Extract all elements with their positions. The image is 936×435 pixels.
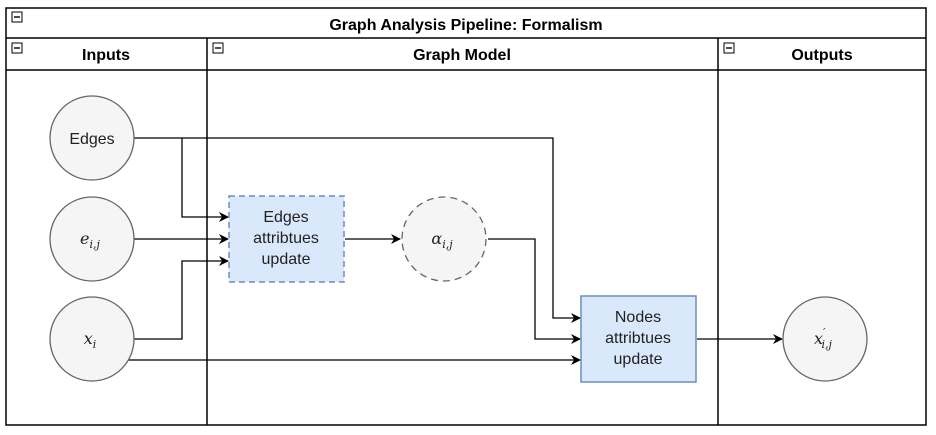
node-edges-input[interactable]: Edges (49, 95, 135, 181)
svg-text:ei,j: ei,j (80, 229, 100, 251)
svg-text:update: update (614, 351, 663, 368)
svg-text:attribtues: attribtues (253, 230, 319, 247)
edge-edges-to-nodes-update (134, 137, 581, 323)
minus-box-icon[interactable] (11, 42, 23, 54)
node-e-ij[interactable]: ei,j (49, 196, 135, 282)
svg-text:x′i,j: x′i,j (814, 326, 833, 351)
edge-xi-to-edges-update (134, 256, 229, 340)
node-x-i[interactable]: xi (49, 296, 135, 382)
svg-text:attribtues: attribtues (605, 330, 671, 347)
svg-text:update: update (262, 251, 311, 268)
minus-box-icon[interactable] (723, 42, 735, 54)
pool-title: Graph Analysis Pipeline: Formalism (329, 17, 602, 34)
lane-title-inputs: Inputs (82, 47, 130, 64)
svg-text:Nodes: Nodes (615, 309, 661, 326)
svg-text:Edges: Edges (263, 209, 308, 226)
lane-title-graph-model: Graph Model (413, 47, 511, 64)
minus-box-icon[interactable] (11, 11, 23, 23)
edge-edges-to-edges-update (181, 138, 229, 222)
node-nodes-attributes-update[interactable]: Nodes attribtues update (580, 295, 697, 383)
svg-text:αi,j: αi,j (431, 229, 453, 251)
connectors (125, 137, 783, 365)
minus-box-icon[interactable] (212, 42, 224, 54)
lane-title-outputs: Outputs (791, 47, 852, 64)
svg-text:Edges: Edges (69, 131, 114, 148)
node-x-prime-ij[interactable]: x′i,j (782, 296, 868, 382)
edge-alpha-to-nodes-update (488, 238, 581, 344)
node-alpha-ij[interactable]: αi,j (401, 196, 487, 282)
svg-text:xi: xi (84, 329, 97, 351)
node-edges-attributes-update[interactable]: Edges attribtues update (228, 195, 345, 283)
